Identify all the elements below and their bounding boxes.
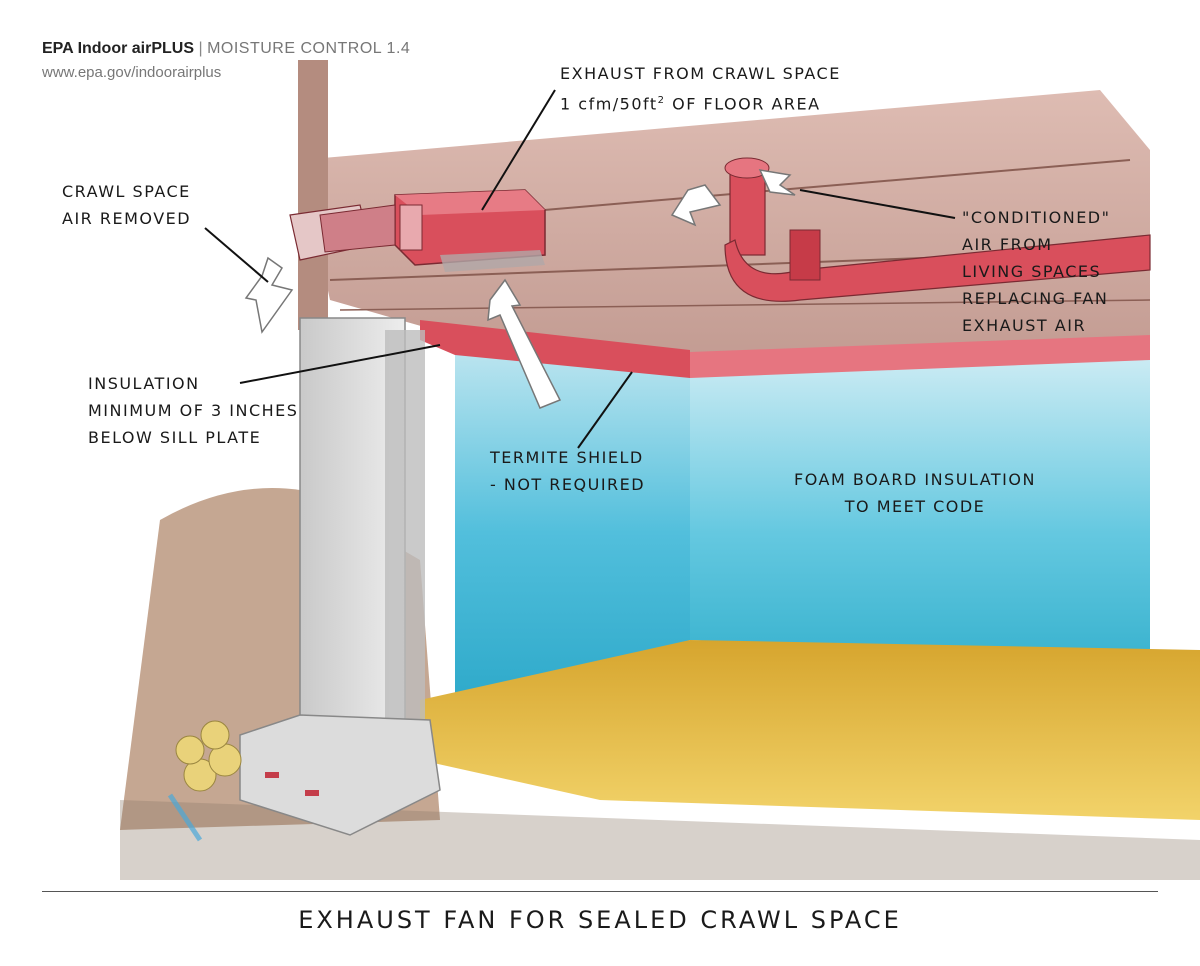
caption-divider xyxy=(42,891,1158,892)
figure-caption: EXHAUST FAN FOR SEALED CRAWL SPACE xyxy=(298,906,902,934)
label-line: CRAWL SPACE xyxy=(62,182,191,201)
exhaust-duct-outlet xyxy=(289,204,396,261)
soil-floor xyxy=(120,800,1200,880)
leader-termite-shield xyxy=(577,371,633,449)
header-title-line: EPA Indoor airPLUS | MOISTURE CONTROL 1.… xyxy=(42,40,410,58)
label-crawl-space-air-removed: CRAWL SPACE AIR REMOVED xyxy=(62,178,191,232)
label-line: - NOT REQUIRED xyxy=(490,475,646,494)
exhaust-fan-unit xyxy=(394,189,546,272)
water-drip xyxy=(167,793,203,842)
leader-exhaust xyxy=(481,89,556,211)
sill-red-band xyxy=(690,335,1150,378)
conditioned-air-arrow-right xyxy=(758,169,796,196)
crawl-space-illustration xyxy=(120,60,1200,880)
label-line: LIVING SPACES xyxy=(962,262,1102,281)
termite-shield xyxy=(420,320,690,378)
foam-board-side-wall xyxy=(690,345,1150,660)
pier-footing xyxy=(239,714,441,836)
brand-name: EPA Indoor airPLUS xyxy=(42,40,195,57)
label-line: MINIMUM OF 3 INCHES xyxy=(88,401,299,420)
label-fragment: OF FLOOR AREA xyxy=(665,94,821,114)
conditioned-air-arrow-left xyxy=(670,184,722,227)
label-insulation-sill-plate: INSULATION MINIMUM OF 3 INCHES BELOW SIL… xyxy=(88,370,298,451)
label-line: INSULATION xyxy=(88,374,200,393)
label-foam-board-insulation: FOAM BOARD INSULATION TO MEET CODE xyxy=(755,466,1075,520)
label-line: REPLACING FAN xyxy=(962,289,1109,308)
exhaust-air-arrow xyxy=(244,256,294,334)
foam-board-back-wall xyxy=(455,345,690,720)
label-line: 1 cfm/50ft2 OF FLOOR AREA xyxy=(560,87,841,117)
section-title: MOISTURE CONTROL 1.4 xyxy=(207,40,411,57)
label-exhaust-from-crawl-space: EXHAUST FROM CRAWL SPACE 1 cfm/50ft2 OF … xyxy=(560,60,841,117)
label-line: TERMITE SHIELD xyxy=(490,448,644,467)
label-line: AIR FROM xyxy=(962,235,1053,254)
joist-line xyxy=(339,299,1151,311)
label-superscript: 2 xyxy=(657,95,666,106)
header-separator: | xyxy=(198,40,203,57)
leader-crawl-air-removed xyxy=(204,227,269,283)
supply-air-arrow xyxy=(487,278,562,409)
crawl-floor-vapor-barrier xyxy=(420,640,1200,820)
perforated-drain-pipes xyxy=(175,720,242,792)
pier-side xyxy=(385,330,425,740)
label-line: TO MEET CODE xyxy=(844,497,986,516)
label-line: EXHAUST FROM CRAWL SPACE xyxy=(560,64,841,83)
label-line: EXHAUST AIR xyxy=(962,316,1087,335)
label-termite-shield: TERMITE SHIELD - NOT REQUIRED xyxy=(490,444,645,498)
leader-conditioned-air xyxy=(799,189,956,219)
rim-joist xyxy=(298,60,328,330)
label-conditioned-air: "CONDITIONED" AIR FROM LIVING SPACES REP… xyxy=(962,204,1110,339)
label-line: "CONDITIONED" xyxy=(962,208,1111,227)
label-line: BELOW SILL PLATE xyxy=(88,428,262,447)
label-line: FOAM BOARD INSULATION xyxy=(794,470,1036,489)
conditioned-air-pipe xyxy=(724,157,1151,302)
label-fragment: 1 cfm/50ft xyxy=(560,94,658,114)
document-header: EPA Indoor airPLUS | MOISTURE CONTROL 1.… xyxy=(42,40,410,81)
label-line: AIR REMOVED xyxy=(62,209,192,228)
leader-insulation-sill xyxy=(239,344,441,384)
source-url: www.epa.gov/indoorairplus xyxy=(42,64,222,81)
footing-rebar-end xyxy=(305,790,319,796)
footing-rebar-end xyxy=(265,772,279,778)
